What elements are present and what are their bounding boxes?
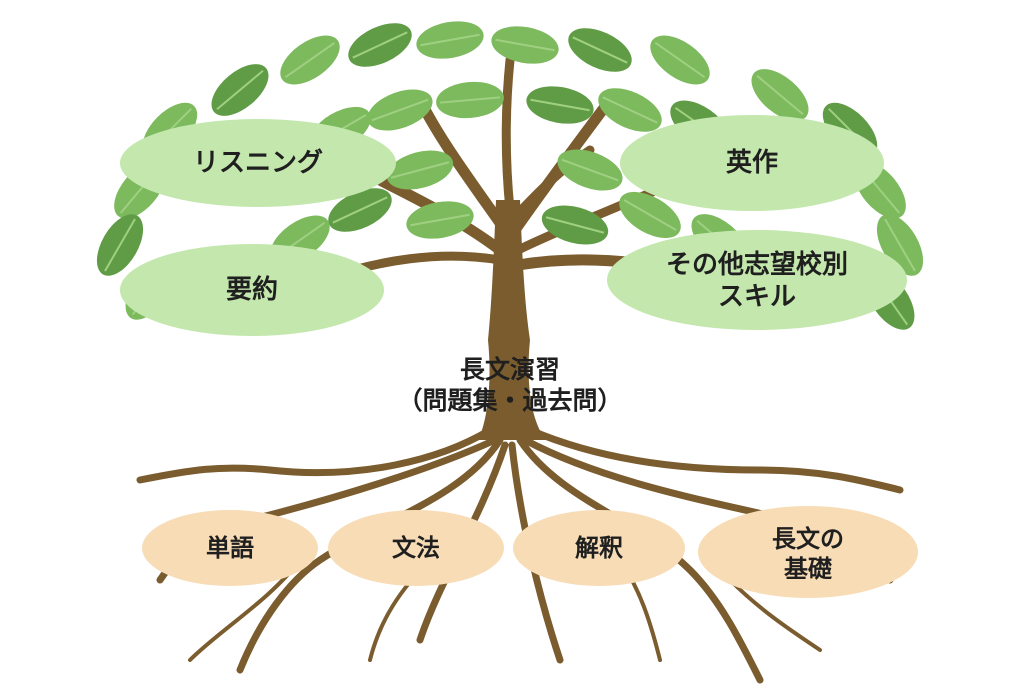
leaf-vein [530,98,590,112]
root-label-vocabulary: 単語 [170,528,290,568]
leaf-vein [371,98,429,122]
root-6 [526,426,904,494]
branch-label-other-skills: その他志望校別 スキル [620,244,894,318]
leaf-vein [284,41,336,79]
root-12 [728,578,822,652]
leaf-vein [602,96,658,124]
branch-bubble-other-skills [607,230,907,330]
leaf-20 [598,88,662,132]
leaf-18 [436,81,504,119]
trunk-label-line2: （問題集・過去問） [397,386,623,415]
leaf-7 [211,64,269,116]
trunk [488,200,530,340]
branch-label-summary: 要約 [160,267,344,313]
root-label-reading-basics: 長文の 基礎 [738,520,878,588]
branch-label-listening: リスニング [140,140,376,186]
leaf-vein [545,216,605,234]
leaf-27 [406,201,474,239]
branch-4 [501,55,515,215]
root-bubble-grammar [328,510,504,586]
root-label-reading-basics-line2: 基礎 [784,555,832,583]
leaf-8 [751,69,809,121]
trunk-base [478,340,546,440]
branch-label-writing: 英作 [660,140,844,186]
trunk-label-line1: 長文演習 [459,354,560,384]
leaf-vein [104,218,136,272]
leaf-vein [390,161,450,179]
leaf-14 [876,214,924,276]
leaf-28 [541,205,609,245]
root-label-reading-basics-line1: 長文の [772,525,844,553]
branch-3 [414,94,511,236]
root-label-interpretation-text: 解釈 [575,534,623,562]
leaf-19 [526,86,594,124]
leaf-vein [561,158,619,182]
leaf-vein [332,196,388,224]
leaf-26 [619,191,681,239]
root-label-grammar: 文法 [356,528,476,568]
leaf-17 [367,89,433,131]
root-bubble-vocabulary [142,510,318,586]
leaf-1 [348,23,412,67]
leaf-vein [572,36,628,64]
branch-label-listening-text: リスニング [192,147,323,178]
leaf-vein [623,199,677,231]
leaf-4 [568,28,632,72]
leaf-2 [416,21,484,59]
root-5 [516,436,764,684]
leaf-vein [420,33,480,47]
leaf-vein [495,38,555,52]
bubble-layer [120,115,918,598]
leaf-23 [386,150,454,190]
branch-label-summary-text: 要約 [225,274,278,305]
leaf-vein [654,41,706,79]
root-label-grammar-text: 文法 [392,534,440,562]
leaf-5 [650,35,710,85]
leaf-6 [280,35,340,85]
root-bubble-interpretation [513,510,685,586]
branch-bubble-listening [120,119,396,207]
leaf-vein [410,213,470,227]
leaf-25 [328,188,392,232]
root-1 [136,426,494,484]
leaf-vein [884,218,916,272]
leaf-24 [557,149,623,191]
leaf-13 [96,214,144,276]
branch-bubble-summary [120,244,384,336]
root-label-interpretation: 解釈 [539,528,659,568]
leaf-vein [440,96,500,104]
leaf-vein [216,69,264,111]
leaf-vein [756,74,804,116]
root-bubble-reading-basics [698,506,918,598]
leaf-3 [491,26,559,64]
branch-label-other-skills-line2: スキル [717,282,796,312]
root-label-vocabulary-text: 単語 [206,534,254,562]
branch-label-other-skills-line1: その他志望校別 [665,249,848,280]
trunk-label: 長文演習 （問題集・過去問） [330,346,690,424]
branch-label-writing-text: 英作 [725,147,778,178]
branch-bubble-writing [620,115,884,211]
leaf-vein [352,31,408,59]
